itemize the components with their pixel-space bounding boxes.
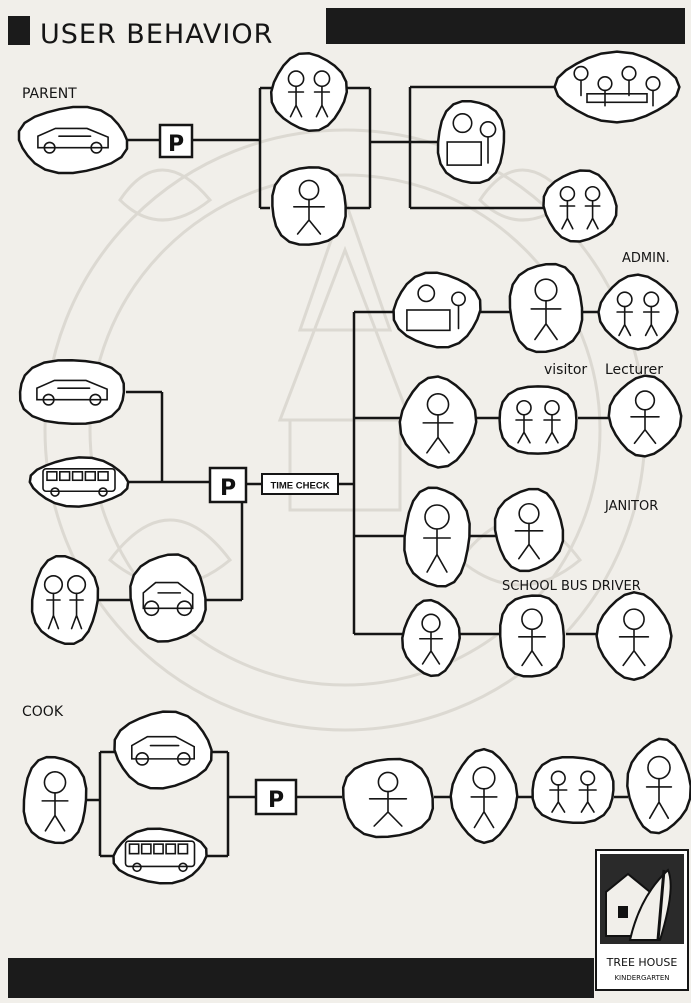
svg-text:P: P (220, 476, 236, 501)
label-visitor: visitor (544, 362, 587, 378)
cook-baking-bubble (343, 759, 433, 837)
staff-bus-bubble (30, 457, 128, 506)
parent-greeting-teacher-bubble (271, 53, 347, 131)
lecturer-pointing-bubble (609, 376, 681, 457)
label-admin: ADMIN. (622, 251, 670, 266)
admin-talking-pair-bubble (599, 275, 678, 350)
driver-checking-bus-bubble (500, 596, 564, 677)
cook-chef-bubble (451, 749, 518, 843)
logo-title: TREE HOUSE (606, 956, 678, 969)
logo-subtitle: KINDERGARTEN (614, 974, 669, 982)
label-lecturer: Lecturer (605, 362, 663, 378)
cook-walking-bubble (24, 757, 86, 843)
classroom-group-bubble (555, 52, 680, 123)
title-bar: USER BEHAVIOR (8, 8, 685, 50)
cook-washing-bubble (627, 739, 690, 833)
visitor-talking-pair-bubble (500, 386, 577, 453)
time-check-box: TIME CHECK (262, 474, 338, 494)
label-cook: COOK (22, 704, 64, 720)
parking-parent: P (160, 125, 192, 157)
cook-car-bubble (115, 712, 212, 789)
parking-cook: P (256, 780, 296, 814)
tree-house-logo: TREE HOUSE KINDERGARTEN (596, 850, 688, 990)
svg-text:P: P (168, 132, 184, 157)
parking-staff: P (210, 468, 246, 502)
staff-car-bubble (20, 360, 124, 423)
svg-text:P: P (268, 788, 284, 813)
title-square-marker (8, 16, 30, 45)
parent-consulting-bubble (544, 171, 617, 242)
title-bar-fill (326, 8, 685, 44)
label-parent: PARENT (22, 86, 77, 102)
cook-serving-bubble (533, 757, 614, 822)
driver-with-child-bubble (402, 600, 459, 676)
driver-repairing-bubble (597, 592, 672, 679)
admin-reception-desk-bubble (394, 273, 481, 348)
reception-desk-bubble (438, 101, 504, 183)
admin-at-desk-bubble (510, 264, 582, 352)
parent-seated-bubble (272, 167, 345, 244)
visitor-seated-bubble (400, 377, 476, 468)
janitor-cleaning-bubble (495, 489, 563, 571)
parent-car-bubble (19, 107, 127, 173)
label-bus-driver: SCHOOL BUS DRIVER (502, 579, 641, 594)
time-check-label: TIME CHECK (270, 481, 329, 492)
cook-bus-bubble (114, 829, 207, 884)
page-title: USER BEHAVIOR (40, 19, 273, 50)
staff-walking-with-child-bubble (32, 556, 98, 644)
label-janitor: JANITOR (604, 499, 658, 514)
footer-bar (8, 958, 594, 998)
staff-van-bubble (130, 555, 205, 642)
janitor-sweeping-bubble (404, 488, 469, 587)
